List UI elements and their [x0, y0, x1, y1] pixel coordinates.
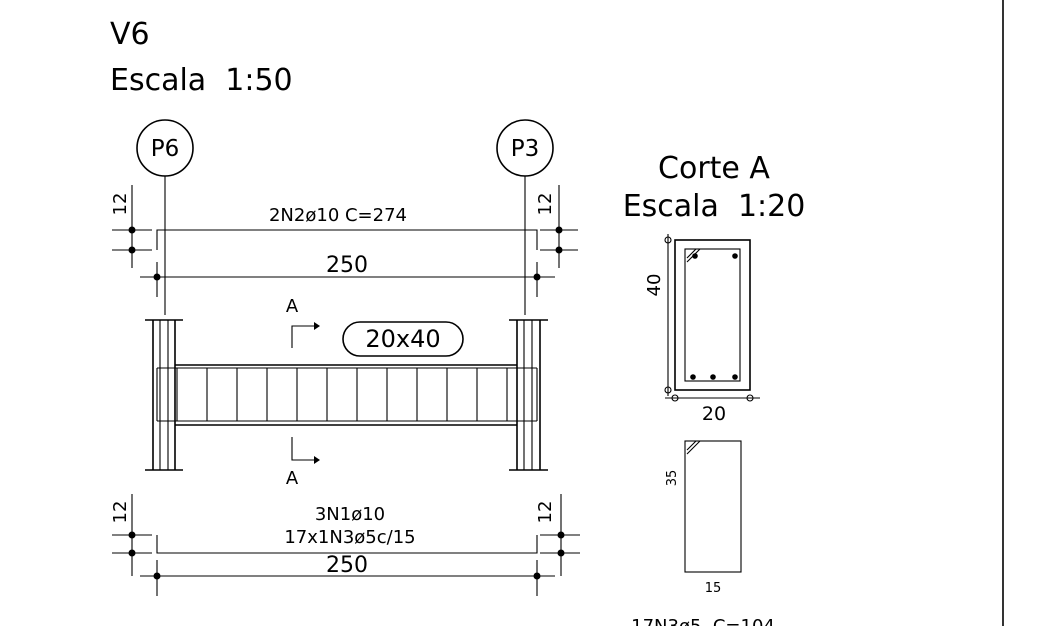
section-cut-marker-bottom: A: [286, 437, 320, 489]
span-top-label: 250: [326, 253, 368, 278]
top-bar-label: 2N2ø10 C=274: [269, 205, 407, 226]
beam-title: V6: [110, 17, 150, 52]
section-mark-bottom-label: A: [286, 468, 299, 489]
pillar-p3-marker: P3: [496, 119, 554, 315]
section-width-label: 20: [702, 403, 726, 425]
anchor-dim-right-bottom: 12: [535, 494, 580, 576]
section-scale: Escala 1:20: [623, 189, 806, 224]
anchor-dim-right-top: 12: [535, 185, 578, 268]
section-height-label: 40: [644, 274, 665, 297]
anchor-right-bottom-label: 12: [535, 501, 556, 524]
cross-section: 40 20: [644, 234, 760, 425]
span-bottom-label: 250: [326, 553, 368, 578]
section-size-tag: 20x40: [342, 321, 464, 357]
pillar-p6-label: P6: [151, 136, 180, 162]
anchor-left-top-label: 12: [110, 193, 131, 216]
stirrup-detail-label: 17N3ø5 C=104: [631, 616, 775, 626]
anchor-dim-left-top: 12: [110, 185, 152, 268]
stirrup-spec-label: 17x1N3ø5c/15: [284, 527, 415, 548]
top-bar-shape: [156, 229, 538, 250]
beam-scale: Escala 1:50: [110, 63, 293, 98]
span-dim-bottom: 250: [140, 553, 555, 596]
stirrup-detail: 35 15 17N3ø5 C=104: [631, 440, 775, 626]
anchor-right-top-label: 12: [535, 193, 556, 216]
stirrup-height-label: 35: [665, 470, 680, 487]
span-dim-top: 250: [140, 253, 555, 297]
bottom-bar-shape: [156, 535, 538, 554]
beam-elevation: [145, 319, 548, 471]
section-mark-top-label: A: [286, 296, 299, 317]
anchor-dim-left-bottom: 12: [110, 494, 152, 576]
bottom-bar-label: 3N1ø10: [315, 504, 385, 525]
section-size-label: 20x40: [365, 325, 440, 353]
pillar-p6-marker: P6: [136, 119, 194, 315]
stirrup-width-label: 15: [705, 581, 722, 596]
stirrup-lines: [176, 368, 508, 421]
pillar-p3-label: P3: [511, 136, 540, 162]
section-cut-marker-top: A: [286, 296, 320, 348]
anchor-left-bottom-label: 12: [110, 501, 131, 524]
section-title: Corte A: [658, 151, 770, 186]
